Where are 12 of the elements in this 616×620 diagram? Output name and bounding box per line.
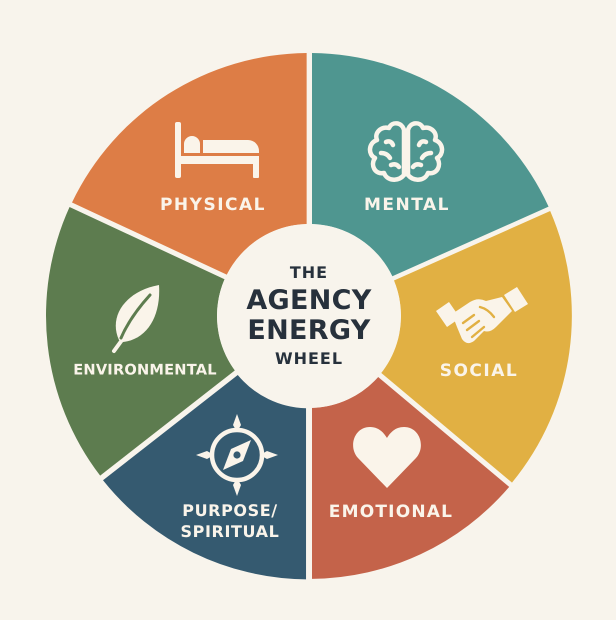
segment-label: EMOTIONAL — [328, 500, 454, 524]
wheel-segment — [103, 374, 306, 579]
segment-label: PHYSICAL — [160, 194, 266, 216]
segment-label: PURPOSE/ SPIRITUAL — [180, 501, 280, 543]
wheel-segment — [312, 377, 509, 579]
wheel-segment — [381, 211, 572, 484]
segment-label: ENVIRONMENTAL — [73, 362, 217, 380]
heading-small-text: WHEEL — [274, 349, 344, 369]
segment-label: MENTAL — [364, 194, 450, 216]
heading-main-text: AGENCY ENERGY — [246, 286, 372, 346]
segment-label: SOCIAL — [440, 360, 518, 382]
heading-small-text: THE — [290, 263, 328, 283]
